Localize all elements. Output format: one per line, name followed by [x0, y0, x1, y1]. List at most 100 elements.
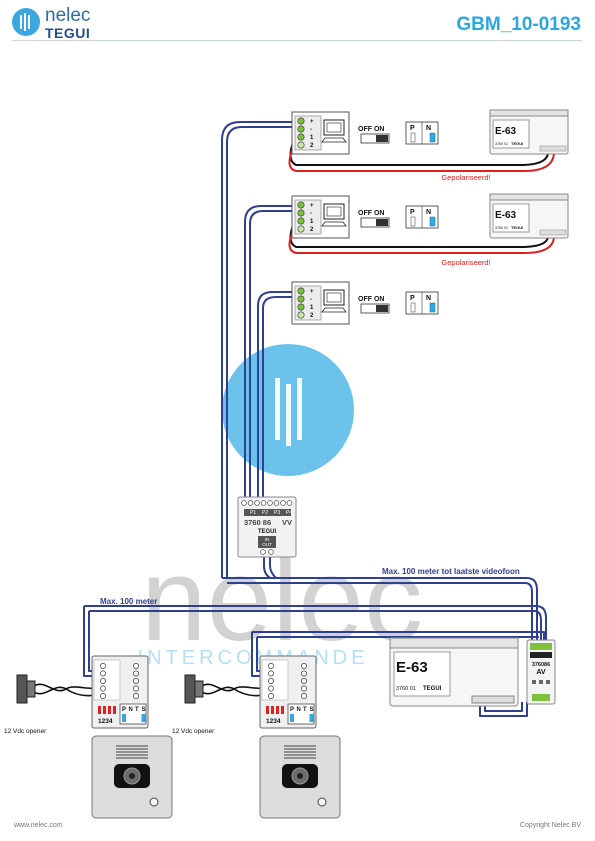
terminal-screw-icon	[297, 287, 305, 295]
dip-switch-icon	[429, 132, 436, 143]
off-on-switch-icon	[360, 133, 390, 144]
terminal-screw-icon	[297, 217, 305, 225]
polarity-note-1: Gepolariseerd!	[441, 173, 490, 182]
terminal-screw-icon	[297, 117, 305, 125]
call-button-icon	[317, 797, 327, 807]
dip-col-label: P	[122, 707, 126, 713]
terminal-label: -	[310, 297, 312, 303]
terminal-label: 2	[310, 227, 314, 233]
polarity-note-2: Gepolariseerd!	[441, 258, 490, 267]
brand-logo: nelec TEGUI	[12, 5, 132, 44]
terminal-screw-icon	[297, 311, 305, 319]
main-power-supply: E-63 3760 01 TEGUI	[389, 637, 519, 707]
dist-port-1: P1	[250, 510, 256, 516]
supply-model: E-63	[495, 210, 517, 221]
cable-note-left: Max. 100 meter	[100, 597, 157, 606]
terminal-label: 2	[310, 313, 314, 319]
terminal-label: +	[310, 203, 314, 209]
dip-col-label: T	[135, 707, 139, 713]
dip-label-p: P	[410, 295, 415, 302]
off-on-switch-icon	[360, 217, 390, 228]
terminal-label: +	[310, 289, 314, 295]
dip-switch-icon	[309, 714, 314, 722]
document-id: GBM_10-0193	[456, 14, 581, 35]
header-divider	[12, 40, 582, 41]
dist-out-label: OUT	[262, 542, 272, 547]
dist-port-2: P2	[262, 510, 268, 516]
footer-copyright: Copyright Nelec BV	[519, 822, 581, 829]
av-code: 376086	[532, 662, 550, 668]
monitor-unit-3: + - 1 2 OFF ON P N	[291, 281, 439, 325]
switch-label: OFF ON	[358, 296, 384, 303]
opener-label: 12 Vdc opener	[4, 728, 47, 735]
terminal-screw-icon	[268, 693, 274, 699]
dip-col-label: N	[129, 707, 133, 713]
dip-switch-icon	[429, 302, 436, 313]
dip-switch-icon	[429, 216, 436, 227]
dist-port-3: P3	[274, 510, 280, 516]
terminal-screw-icon	[297, 201, 305, 209]
dist-suffix: VV	[282, 518, 292, 527]
terminal-label: 1	[310, 135, 314, 141]
dip-label-p: P	[410, 209, 415, 216]
terminal-screw-icon	[100, 663, 106, 669]
terminal-screw-icon	[297, 141, 305, 149]
door-opener-icon	[184, 674, 196, 704]
terminal-label: 1	[310, 305, 314, 311]
off-on-switch-icon	[360, 303, 390, 314]
terminal-screw-icon	[297, 225, 305, 233]
dist-in-label: IN	[265, 537, 270, 542]
terminal-screw-icon	[100, 693, 106, 699]
av-module-376086: 376086 AV	[526, 639, 556, 705]
terminal-label: -	[310, 211, 312, 217]
dip-label-n: N	[426, 125, 431, 132]
terminal-label: +	[310, 119, 314, 125]
terminal-screw-icon	[268, 685, 274, 692]
dip-numbers: 1234	[98, 718, 113, 725]
main-supply-code: 3760 01	[396, 686, 416, 692]
supply-wiring	[288, 139, 555, 254]
supply-code: 3760 01	[495, 226, 508, 230]
terminal-label: 2	[310, 143, 314, 149]
opener-label: 12 Vdc opener	[172, 728, 215, 735]
supply-brand: TEGUI	[511, 141, 523, 146]
terminal-screw-icon	[297, 303, 305, 311]
nelec-logo-icon	[12, 8, 40, 36]
terminal-screw-icon	[268, 663, 274, 669]
supply-model: E-63	[495, 126, 517, 137]
terminal-label: -	[310, 127, 312, 133]
door-opener-icon	[16, 674, 28, 704]
main-supply-brand: TEGUI	[423, 686, 442, 692]
av-label: AV	[536, 669, 546, 676]
supply-code: 3760 01	[495, 142, 508, 146]
dip-numbers: 1234	[266, 718, 281, 725]
dist-brand: TEGUI	[258, 529, 277, 535]
terminal-screw-icon	[297, 295, 305, 303]
dist-port-4: P4	[286, 510, 292, 516]
brand-name: nelec	[45, 5, 91, 26]
dip-col-label: T	[303, 707, 307, 713]
dist-model: 3760 86	[244, 518, 271, 527]
dip-col-label: P	[290, 707, 294, 713]
dip-col-label: N	[297, 707, 301, 713]
switch-label: OFF ON	[358, 126, 384, 133]
main-supply-model: E-63	[396, 659, 428, 676]
terminal-screw-icon	[297, 125, 305, 133]
video-bus-wiring	[83, 121, 547, 717]
terminal-screw-icon	[268, 678, 274, 684]
terminal-screw-icon	[100, 685, 106, 692]
terminal-label: 1	[310, 219, 314, 225]
terminal-screw-icon	[297, 133, 305, 141]
brand-sub: TEGUI	[45, 25, 91, 41]
dip-label-n: N	[426, 295, 431, 302]
dip-switch-icon	[290, 714, 294, 722]
distributor-376086: P1 P2 P3 P4 3760 86 VV TEGUI IN OUT	[237, 496, 297, 558]
